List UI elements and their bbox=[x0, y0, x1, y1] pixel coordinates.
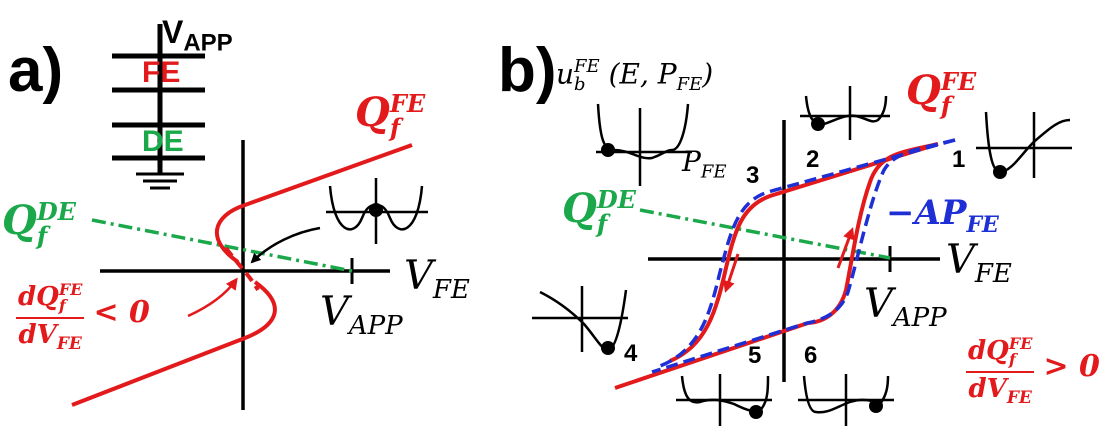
ap-curve-upper bbox=[651, 138, 956, 374]
point-3: 3 bbox=[746, 162, 760, 189]
panel-b-label: b) bbox=[498, 36, 557, 105]
well-ball-6 bbox=[869, 399, 883, 413]
well-ball-4 bbox=[601, 341, 615, 355]
well-ball-5 bbox=[749, 405, 763, 419]
well-ball-3 bbox=[601, 143, 615, 157]
point-6: 6 bbox=[804, 342, 818, 369]
axes-a bbox=[100, 140, 390, 410]
stack-de-label: DE bbox=[142, 125, 184, 158]
vfe-label-b: VFE bbox=[946, 237, 1012, 289]
vapp-label-a: VAPP bbox=[320, 289, 403, 341]
vapp-label-b: VAPP bbox=[864, 281, 947, 333]
well-ball-2 bbox=[811, 117, 825, 131]
ground-symbol-icon bbox=[136, 172, 184, 190]
point-1: 1 bbox=[952, 146, 966, 173]
ap-curve-lower bbox=[659, 138, 956, 368]
well-ball-a bbox=[369, 203, 383, 217]
well-icon-4 bbox=[532, 286, 628, 352]
point-4: 4 bbox=[624, 340, 638, 367]
slope-arrow-a bbox=[187, 277, 238, 318]
sweep-arrow-down bbox=[723, 253, 740, 293]
well-icon-5 bbox=[676, 374, 772, 426]
qffe-curve-a-unstable bbox=[224, 246, 260, 292]
sweep-arrow-up bbox=[836, 227, 855, 269]
stack-vapp-label: VAPP bbox=[162, 14, 233, 57]
point-5: 5 bbox=[748, 342, 762, 369]
hysteresis-lower bbox=[669, 142, 939, 363]
qfde-line-b bbox=[639, 208, 891, 260]
neg-ap-label-b: −APFE bbox=[886, 193, 999, 238]
vfe-label-a: VFE bbox=[404, 253, 470, 305]
capacitor-stack bbox=[112, 24, 205, 174]
qfde-line-a bbox=[91, 218, 353, 273]
well-icon-1 bbox=[976, 111, 1072, 178]
energy-arrow-a bbox=[250, 226, 321, 264]
pfe-label-b: PFE bbox=[682, 145, 727, 183]
qffe-curve-a-lower bbox=[71, 280, 277, 407]
well-ball-1 bbox=[993, 165, 1007, 179]
stack-fe-label: FE bbox=[142, 56, 181, 89]
point-2: 2 bbox=[806, 146, 820, 173]
well-icon-2 bbox=[800, 86, 890, 140]
panel-a-label: a) bbox=[8, 36, 64, 105]
qffe-curve-a-upper bbox=[215, 143, 413, 264]
